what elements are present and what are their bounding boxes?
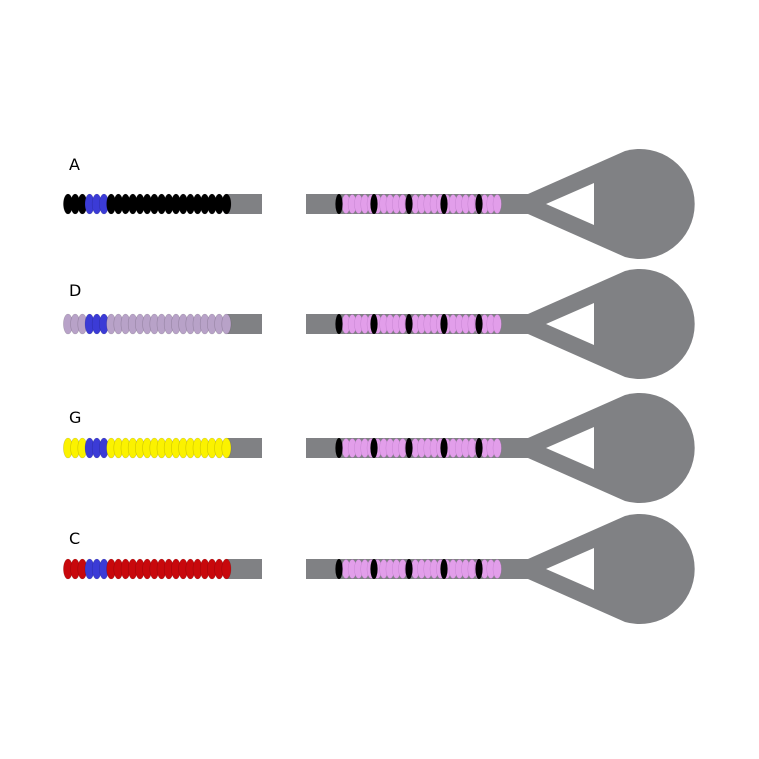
bead	[221, 437, 232, 459]
loop-cutout	[546, 303, 594, 345]
spacer-band	[405, 438, 413, 458]
loop-cutout	[546, 427, 594, 469]
row-label: G	[69, 408, 81, 427]
spacer-band	[370, 194, 378, 214]
loop-head	[528, 514, 695, 625]
probe-row-g: G	[63, 393, 695, 503]
spacer-band	[475, 194, 483, 214]
left-stem	[226, 438, 262, 458]
probe-rows: A D G C	[63, 149, 695, 625]
left-stem	[226, 559, 262, 579]
spacer-band	[475, 314, 483, 334]
spacer-bead	[492, 314, 502, 334]
loop-head	[528, 393, 695, 503]
spacer-band	[370, 438, 378, 458]
bead	[221, 193, 232, 215]
row-label: A	[69, 155, 80, 174]
spacer-band	[405, 314, 413, 334]
loop-head	[528, 269, 695, 379]
spacer-band	[335, 314, 343, 334]
loop-cutout	[546, 183, 594, 225]
left-stem	[226, 314, 262, 334]
spacer-band	[440, 559, 448, 579]
probe-row-c: C	[63, 514, 695, 625]
spacer-band	[475, 559, 483, 579]
loop-head	[528, 149, 695, 259]
spacer-band	[335, 559, 343, 579]
spacer-band	[440, 194, 448, 214]
spacer-bead	[492, 194, 502, 214]
probe-row-a: A	[63, 149, 695, 259]
row-label: C	[69, 529, 80, 548]
spacer-band	[335, 194, 343, 214]
spacer-band	[335, 438, 343, 458]
spacer-band	[405, 194, 413, 214]
spacer-bead	[492, 438, 502, 458]
spacer-band	[440, 438, 448, 458]
probe-row-d: D	[63, 269, 695, 379]
spacer-band	[405, 559, 413, 579]
loop-cutout	[546, 548, 594, 590]
left-stem	[226, 194, 262, 214]
bead	[221, 313, 232, 335]
spacer-band	[370, 559, 378, 579]
bead	[221, 558, 232, 580]
spacer-band	[370, 314, 378, 334]
row-label: D	[69, 281, 81, 300]
spacer-band	[475, 438, 483, 458]
spacer-band	[440, 314, 448, 334]
spacer-bead	[492, 559, 502, 579]
